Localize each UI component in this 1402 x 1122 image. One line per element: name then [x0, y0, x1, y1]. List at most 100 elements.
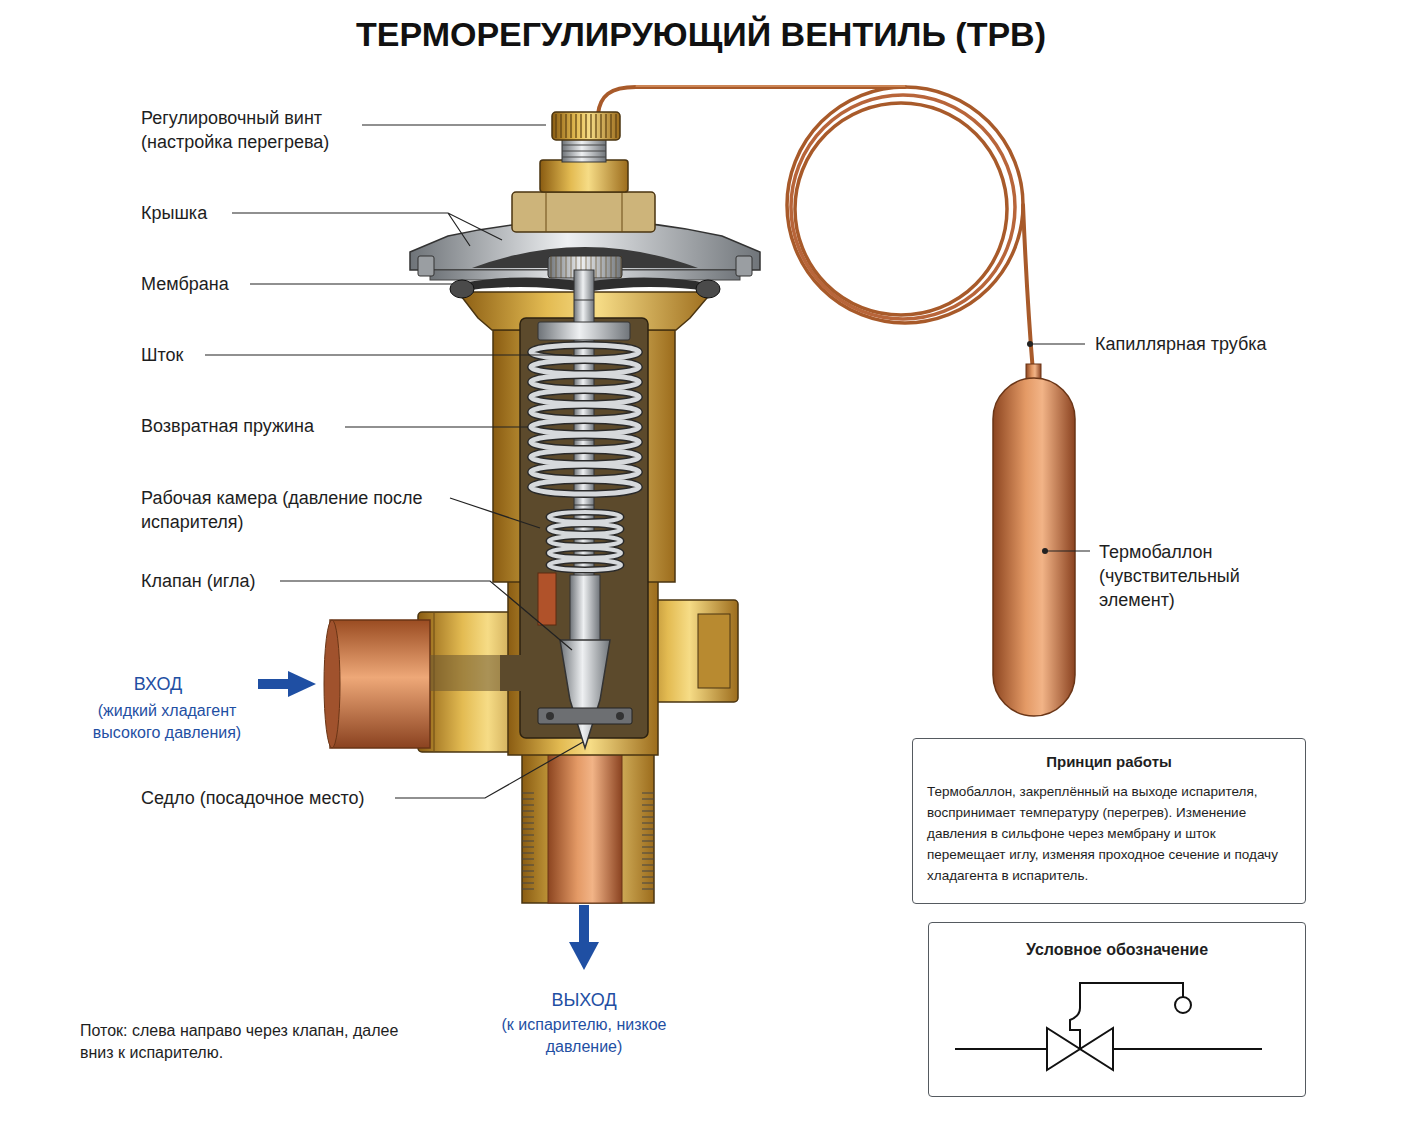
valve-symbol [1175, 997, 1191, 1013]
needle [570, 575, 600, 641]
return-spring [549, 536, 621, 546]
outlet-fitting [522, 790, 534, 890]
return-spring [531, 420, 639, 434]
seat [546, 712, 554, 720]
part-label: Клапан (игла) [141, 569, 255, 593]
part-label: Поток: слева направо через клапан, далее… [80, 1020, 400, 1064]
return-spring [531, 435, 639, 449]
valve-symbol [955, 983, 1262, 1070]
part-label: Рабочая камера (давление после испарител… [141, 486, 431, 534]
part-label: Возвратная пружина [141, 414, 314, 438]
flow-arrow [569, 942, 599, 970]
box-body: Термобаллон, закреплённый на выходе испа… [927, 781, 1291, 886]
stem [574, 505, 594, 506]
return-spring [531, 345, 639, 359]
leader-line [362, 124, 546, 125]
leader-line [1045, 550, 1090, 551]
valve-symbol [1113, 1048, 1262, 1050]
adjusting-screw [512, 192, 655, 232]
return-spring [531, 360, 639, 374]
part-label: (жидкий хладагент высокого давления) [78, 700, 256, 744]
adjusting-screw [540, 160, 628, 192]
valve-body [500, 655, 540, 691]
outlet-fitting [522, 735, 654, 903]
membrane [696, 280, 720, 298]
flow-arrow [258, 679, 290, 689]
capillary-tube [787, 87, 1023, 323]
adjusting-screw [554, 114, 618, 138]
valve-body [458, 292, 712, 755]
valve-symbol [1080, 1028, 1113, 1070]
return-spring [531, 375, 639, 389]
info-box: Принцип работыТермобаллон, закреплённый … [912, 738, 1306, 904]
stem [574, 440, 594, 441]
return-spring [531, 405, 639, 419]
capillary-tube [1023, 205, 1033, 372]
leader-line [1030, 343, 1085, 344]
return-spring [549, 512, 621, 522]
valve-symbol [955, 1048, 1047, 1050]
return-spring [531, 480, 639, 494]
inlet-fitting [330, 620, 430, 748]
equalizer-port [698, 614, 730, 688]
inlet-fitting [324, 620, 340, 748]
leader-line [280, 581, 572, 650]
part-label: ВХОД [98, 672, 218, 696]
leader-line [395, 742, 583, 798]
return-spring [549, 512, 621, 570]
part-label: Регулировочный винт (настройка перегрева… [141, 106, 371, 154]
seat [538, 708, 632, 724]
return-spring [549, 548, 621, 558]
return-spring [531, 360, 639, 374]
return-spring [531, 345, 639, 494]
box-heading: Принцип работы [913, 751, 1305, 773]
part-label: (к испарителю, низкое давление) [494, 1014, 674, 1058]
box-heading: Условное обозначение [929, 939, 1305, 961]
part-label: Седло (посадочное место) [141, 786, 365, 810]
seat [616, 712, 624, 720]
outlet-fitting [522, 735, 654, 903]
thermal-bulb [993, 364, 1075, 716]
adjusting-screw [512, 112, 655, 232]
return-spring [531, 450, 639, 464]
valve-body [538, 573, 556, 625]
return-spring [549, 524, 621, 534]
return-spring [549, 524, 621, 534]
return-spring [531, 345, 639, 494]
outlet-fitting [548, 745, 622, 903]
return-spring [531, 405, 639, 419]
flow-arrow [579, 905, 589, 945]
valve-symbol [1070, 983, 1183, 1049]
return-spring [549, 536, 621, 546]
adjusting-screw [552, 112, 620, 140]
return-spring [531, 435, 639, 449]
adjusting-screw [546, 192, 547, 232]
return-spring [531, 390, 639, 404]
return-spring [531, 322, 639, 570]
cap [736, 256, 752, 276]
return-spring [531, 420, 639, 434]
return-spring [549, 560, 621, 570]
needle [560, 640, 610, 748]
leader-line [232, 213, 502, 246]
thermal-bulb [993, 378, 1075, 716]
return-spring [549, 512, 621, 522]
return-spring [531, 450, 639, 464]
capillary-tube [795, 103, 1007, 315]
outlet-fitting [642, 790, 654, 890]
symbol-box: Условное обозначение [928, 922, 1306, 1097]
leader-line [205, 125, 1090, 798]
stem [574, 300, 594, 301]
cap [418, 256, 434, 276]
return-spring [531, 480, 639, 494]
return-spring [531, 465, 639, 479]
return-spring [531, 465, 639, 479]
part-label: Капиллярная трубка [1095, 332, 1267, 356]
adjusting-screw [622, 192, 623, 232]
capillary-tube [636, 86, 905, 87]
leader-dot [1027, 341, 1048, 554]
leader-dot [1027, 341, 1033, 347]
return-spring [531, 390, 639, 404]
valve-symbol [1047, 1028, 1080, 1070]
